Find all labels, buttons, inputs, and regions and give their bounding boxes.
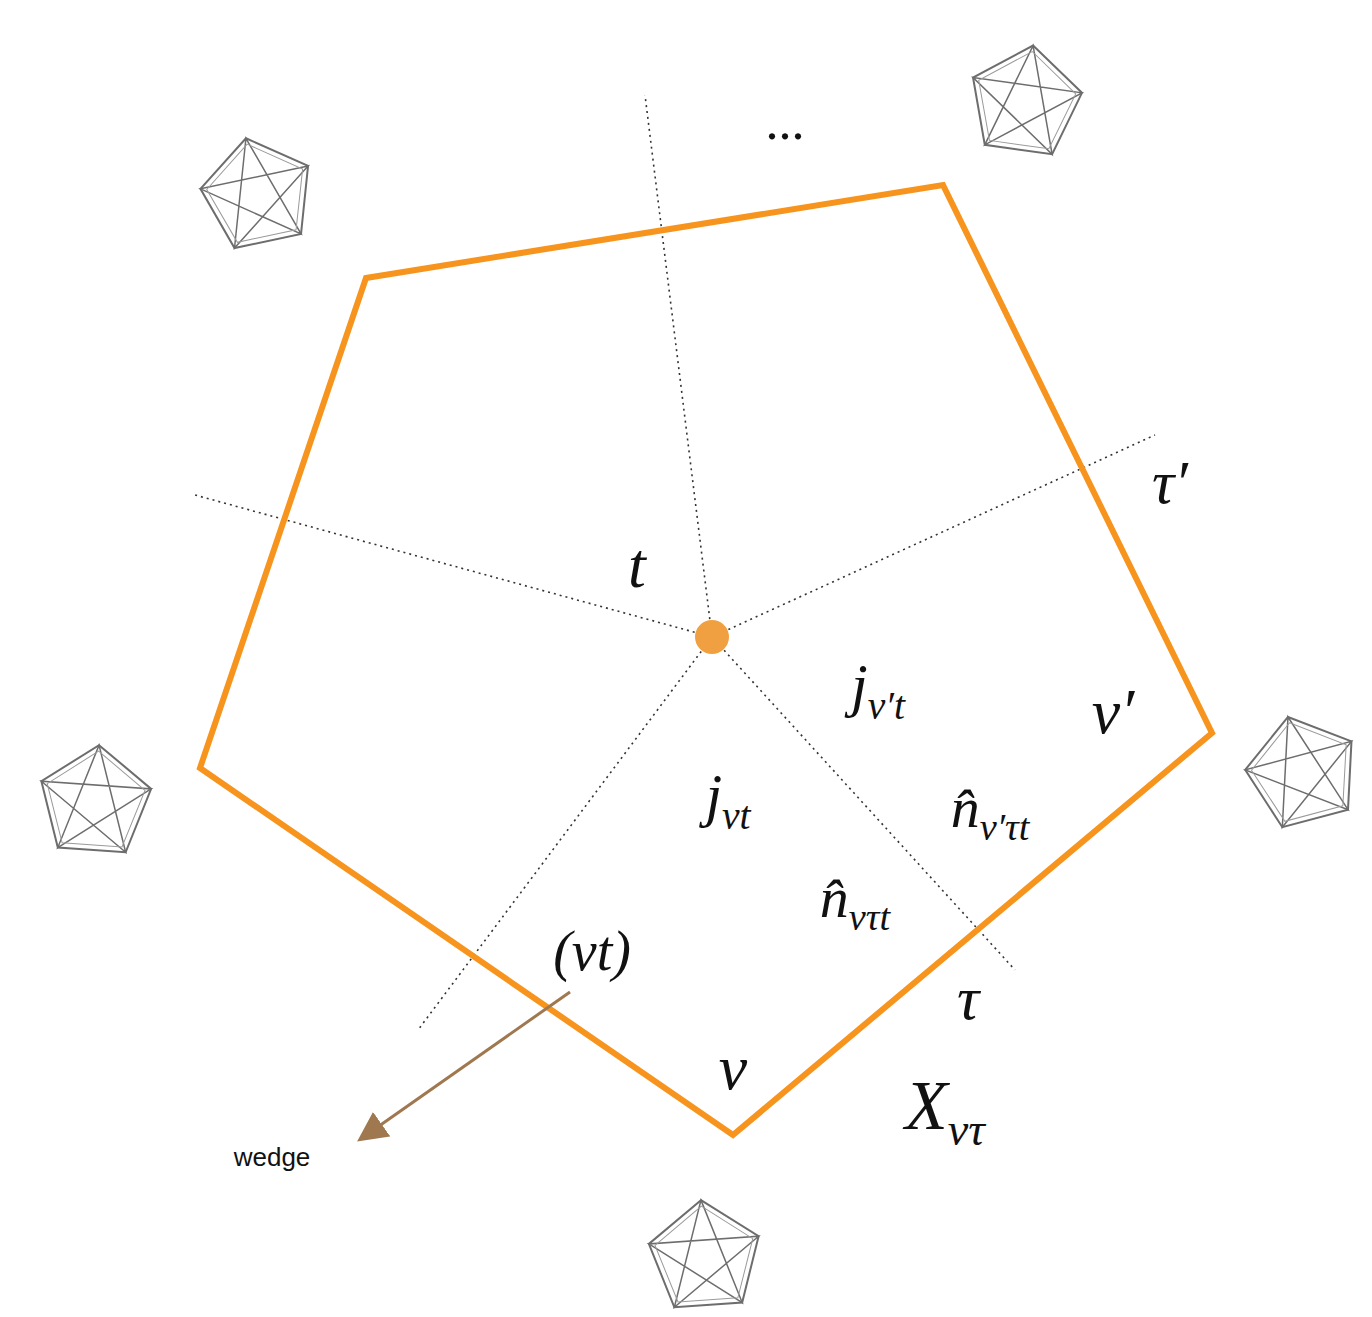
annotation: wedge xyxy=(231,1143,314,1172)
math-label: v xyxy=(716,1033,750,1103)
math-label: τ xyxy=(954,964,982,1032)
math-label: ... xyxy=(763,93,808,150)
math-label: n̂vτt xyxy=(817,866,893,930)
dual-lines xyxy=(195,95,1155,1030)
face-pentagon xyxy=(200,185,1212,1135)
math-label: Xvτ xyxy=(902,1067,988,1144)
math-label: jvt xyxy=(702,762,753,828)
math-label: τ′ xyxy=(1149,448,1191,516)
math-label: jv′t xyxy=(848,652,908,718)
math-label: n̂v′τt xyxy=(948,776,1033,840)
wedge-arrow xyxy=(362,992,570,1138)
math-label: (vt) xyxy=(550,921,634,983)
simplex-icons xyxy=(37,38,1368,1309)
math-label: t xyxy=(625,531,649,601)
vertex-dot xyxy=(695,620,729,654)
math-label: v′ xyxy=(1089,677,1137,747)
